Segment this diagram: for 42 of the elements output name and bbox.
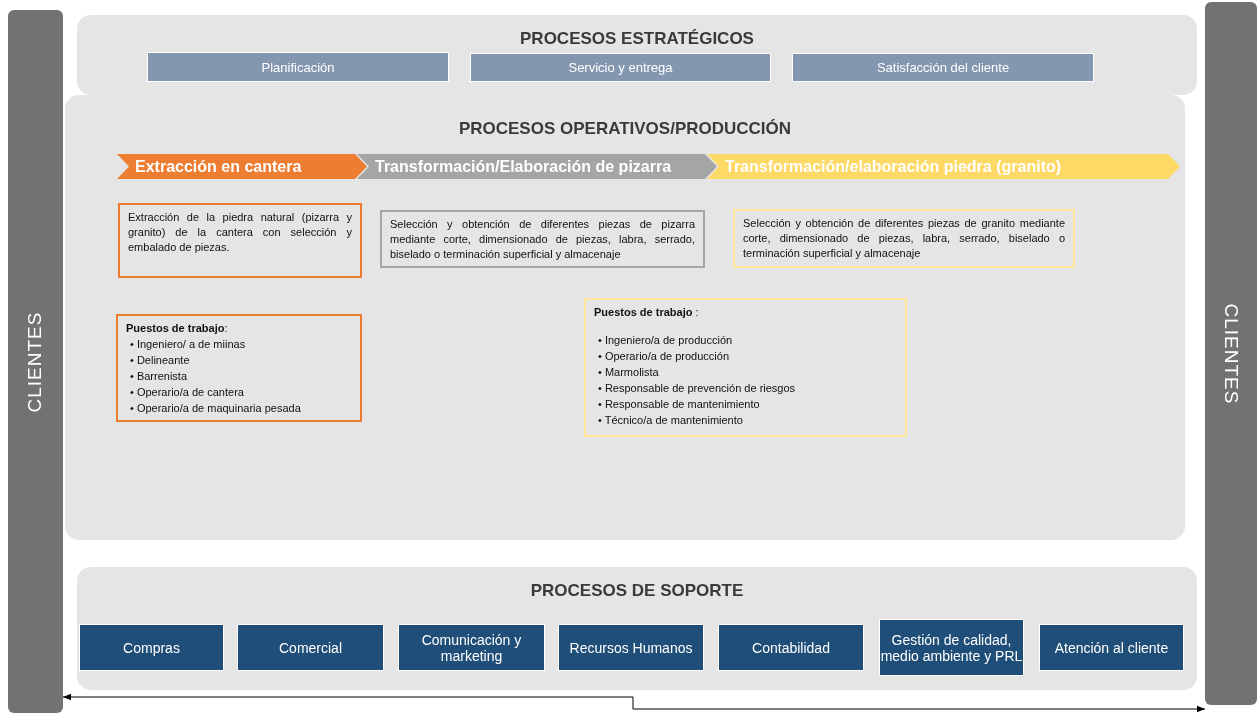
side-label: CLIENTES <box>24 311 47 412</box>
list-item: • Ingeniero/a de producción <box>598 333 734 348</box>
list-item: • Responsable de mantenimiento <box>598 397 761 412</box>
side-label: CLIENTES <box>1220 303 1242 404</box>
process-box: Comercial <box>237 624 384 671</box>
process-box: Servicio y entrega <box>470 53 771 82</box>
panel-title: PROCESOS ESTRATÉGICOS <box>520 29 754 49</box>
process-box: Satisfacción del cliente <box>792 53 1094 82</box>
process-box: Planificación <box>147 52 449 82</box>
description-box: Selección y obtención de diferentes piezas de pizarra mediante corte, dimensionado de piezas, labra, serrado, biselado o terminación superficial y almacenaje <box>380 210 705 268</box>
process-box: Contabilidad <box>718 624 864 671</box>
process-box: Recursos Humanos <box>558 624 704 671</box>
process-panel <box>65 95 1185 540</box>
list-item: • Responsable de prevención de riesgos <box>598 381 797 396</box>
process-panel <box>77 567 1197 690</box>
list-item: • Técnico/a de mantenimiento <box>598 413 744 428</box>
process-box: Compras <box>79 624 224 671</box>
description-box: Extracción de la piedra natural (pizarra y granito) de la cantera con selección y embalado de piezas. <box>118 203 362 278</box>
panel-title: PROCESOS OPERATIVOS/PRODUCCIÓN <box>458 119 792 139</box>
list-card <box>584 298 907 437</box>
stage-banner: Transformación/elaboración piedra (granito) <box>707 154 1180 179</box>
list-item: • Marmolista <box>598 365 660 380</box>
side-bar <box>1205 2 1257 705</box>
side-bar <box>8 10 63 713</box>
arrow <box>62 693 1206 713</box>
description-box: Selección y obtención de diferentes piezas de granito mediante corte, dimensionado de piezas, labra, serrado, biselado o terminación superficial y almacenaje <box>733 209 1075 268</box>
list-item: • Operario/a de producción <box>598 349 731 364</box>
panel-title: PROCESOS DE SOPORTE <box>530 581 744 601</box>
process-box: Comunicación y marketing <box>398 624 545 671</box>
list-item: • Operario/a de cantera <box>130 385 245 400</box>
stage-banner: Transformación/Elaboración de pizarra <box>357 154 717 179</box>
process-box: Atención al cliente <box>1039 624 1184 671</box>
list-card <box>116 314 362 422</box>
list-heading: Puestos de trabajo : <box>594 305 699 320</box>
list-heading: Puestos de trabajo: <box>126 321 228 336</box>
stage-banner: Extracción en cantera <box>117 154 367 179</box>
process-panel <box>77 15 1197 95</box>
process-box: Gestión de calidad, medio ambiente y PRL <box>879 619 1024 676</box>
list-item: • Operario/a de maquinaria pesada <box>130 401 302 416</box>
list-item: • Ingeniero/ a de miinas <box>130 337 247 352</box>
list-item: • Barrenista <box>130 369 189 384</box>
list-item: • Delineante <box>130 353 191 368</box>
